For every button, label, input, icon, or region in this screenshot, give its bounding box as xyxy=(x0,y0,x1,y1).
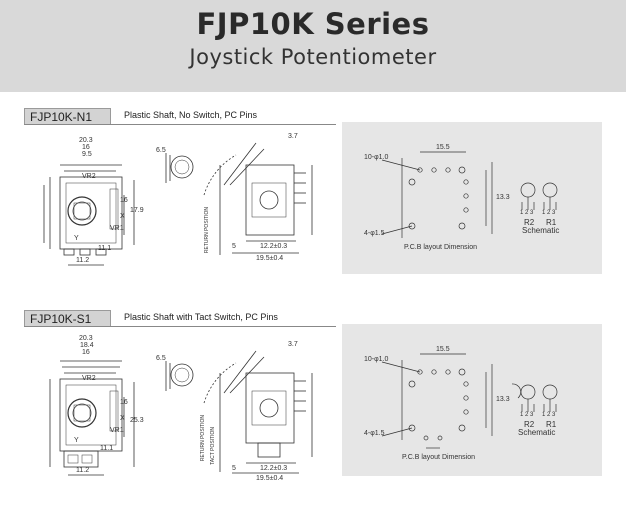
axis-label: X xyxy=(120,213,125,220)
resistor-label: R1 xyxy=(546,420,557,429)
model-tab: FJP10K-S1 xyxy=(24,310,111,327)
pcb-layout-caption: P.C.B layout Dimension xyxy=(402,454,476,461)
position-label: RETURN POSITION xyxy=(200,415,206,462)
page-subtitle: Joystick Potentiometer xyxy=(189,45,437,69)
position-label: RETURN POSITION xyxy=(204,207,210,254)
dim-label: 15.5 xyxy=(436,144,450,151)
shaft-detail xyxy=(165,153,194,183)
pcb-layout-panel: 15.5 13.3 10-φ1.0 4-φ1.5 P.C.B layout Di… xyxy=(342,122,602,274)
dim-label: 12.2±0.3 xyxy=(260,243,288,250)
dim-label: 3.7 xyxy=(288,341,298,348)
pin-label: 1 2 3 xyxy=(520,412,534,418)
page-title: FJP10K Series xyxy=(196,7,430,41)
shaft-detail xyxy=(165,361,194,391)
dim-label: 19.5±0.4 xyxy=(256,475,284,482)
dim-label: 11.1 xyxy=(100,445,114,452)
dim-label: 13.3 xyxy=(496,396,510,403)
dim-label: 15.5 xyxy=(436,346,450,353)
schematic-caption: Schematic xyxy=(518,428,556,437)
hole-label: 4-φ1.5 xyxy=(364,230,385,237)
axis-label: Y xyxy=(74,235,79,242)
dim-label: 6.5 xyxy=(156,355,166,362)
dim-label: 20.3 xyxy=(79,137,93,144)
resistor-label: R1 xyxy=(546,218,557,227)
dim-label: 13.3 xyxy=(496,194,510,201)
pcb-layout-drawing xyxy=(381,353,493,449)
pin-label: 1 2 3 xyxy=(542,412,556,418)
side-view xyxy=(203,142,313,255)
header-banner: FJP10K Series Joystick Potentiometer xyxy=(0,0,626,92)
dim-label: 16 xyxy=(120,399,128,406)
vr-label: VR2 xyxy=(82,173,96,180)
dim-label: 11.1 xyxy=(98,245,112,252)
dim-label: 6.5 xyxy=(156,147,166,154)
hole-label: 10-φ1.0 xyxy=(364,154,389,161)
vr-label: VR2 xyxy=(82,375,96,382)
dim-label: 25.3 xyxy=(130,417,144,424)
dim-label: 12.2±0.3 xyxy=(260,465,288,472)
axis-label: X xyxy=(120,415,125,422)
dim-label: 17.9 xyxy=(130,207,144,214)
dim-label: 19.5±0.4 xyxy=(256,255,284,262)
dim-label: 16 xyxy=(82,144,90,151)
vr-label: VR1 xyxy=(110,225,124,232)
resistor-label: R2 xyxy=(524,218,535,227)
front-view xyxy=(43,164,135,266)
model-description: Plastic Shaft with Tact Switch, PC Pins xyxy=(124,312,278,322)
hole-label: 10-φ1.0 xyxy=(364,356,389,363)
dim-label: 20.3 xyxy=(79,335,93,342)
schematic-symbols xyxy=(511,383,558,412)
side-view xyxy=(203,350,313,474)
dim-label: 18.4 xyxy=(80,342,94,349)
divider xyxy=(24,124,336,125)
axis-label: Y xyxy=(74,437,79,444)
mechanical-drawing: 20.3 16 9.5 11.2 17.9 16 19.5±0.4 12.2±0… xyxy=(24,125,336,285)
dim-label: 9.5 xyxy=(82,151,92,158)
dim-label: 5 xyxy=(232,243,236,250)
front-view xyxy=(49,360,135,476)
dim-label: 3.7 xyxy=(288,133,298,140)
pin-label: 1 2 3 xyxy=(542,210,556,216)
dim-label: 5 xyxy=(232,465,236,472)
mechanical-drawing: 20.3 18.4 16 11.2 25.3 16 19.5±0.4 12.2±… xyxy=(24,327,336,487)
position-label: TACT POSITION xyxy=(210,427,216,465)
schematic-symbols xyxy=(520,182,558,210)
model-description: Plastic Shaft, No Switch, PC Pins xyxy=(124,110,258,120)
hole-label: 4-φ1.5 xyxy=(364,430,385,437)
model-tab: FJP10K-N1 xyxy=(24,108,111,125)
dim-label: 11.2 xyxy=(76,467,90,474)
dim-label: 11.2 xyxy=(76,257,90,264)
vr-label: VR1 xyxy=(110,427,124,434)
dim-label: 16 xyxy=(82,349,90,356)
resistor-label: R2 xyxy=(524,420,535,429)
divider xyxy=(24,326,336,327)
dim-label: 16 xyxy=(120,197,128,204)
pcb-layout-caption: P.C.B layout Dimension xyxy=(404,244,478,251)
schematic-caption: Schematic xyxy=(522,226,560,235)
pcb-layout-panel: 15.5 13.3 10-φ1.0 4-φ1.5 P.C.B layout Di… xyxy=(342,324,602,476)
pcb-layout-drawing xyxy=(381,151,493,238)
pin-label: 1 2 3 xyxy=(520,210,534,216)
